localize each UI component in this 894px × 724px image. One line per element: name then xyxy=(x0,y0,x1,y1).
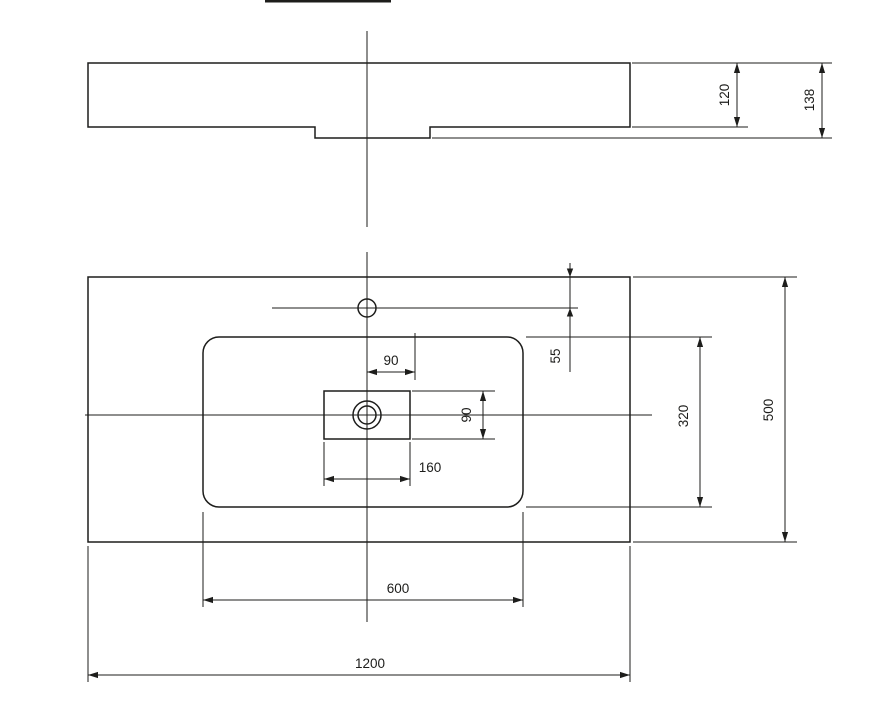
tap-hole xyxy=(357,298,377,318)
basin-outer-outline xyxy=(87,276,631,543)
dim-label-bowl-depth: 320 xyxy=(676,405,691,428)
dim-label-basin-height: 120 xyxy=(717,84,732,107)
drain-inner-circle xyxy=(357,405,377,425)
cropped-top-artifact xyxy=(265,0,391,3)
plan-view: 90 55 90 320 500 160 xyxy=(85,252,797,682)
dim-label-tap-offset: 90 xyxy=(383,353,398,368)
dim-label-drain-height: 90 xyxy=(459,407,474,422)
bowl-inner-outline xyxy=(202,336,524,508)
dim-label-overall-width: 1200 xyxy=(355,656,385,671)
dim-label-drain-width: 160 xyxy=(419,460,442,475)
drain-recess-outline xyxy=(323,390,411,440)
side-view: 120 138 xyxy=(87,31,832,227)
basin-profile-outline xyxy=(87,62,631,139)
dim-label-bowl-width: 600 xyxy=(387,581,410,596)
arrow-55-top xyxy=(566,268,574,277)
dim-label-overall-depth: 500 xyxy=(761,399,776,422)
arrow-55-bottom xyxy=(566,308,574,317)
drain-outer-circle xyxy=(352,400,382,430)
dim-label-tap-from-edge: 55 xyxy=(548,348,563,363)
dim-label-overall-height: 138 xyxy=(802,89,817,112)
